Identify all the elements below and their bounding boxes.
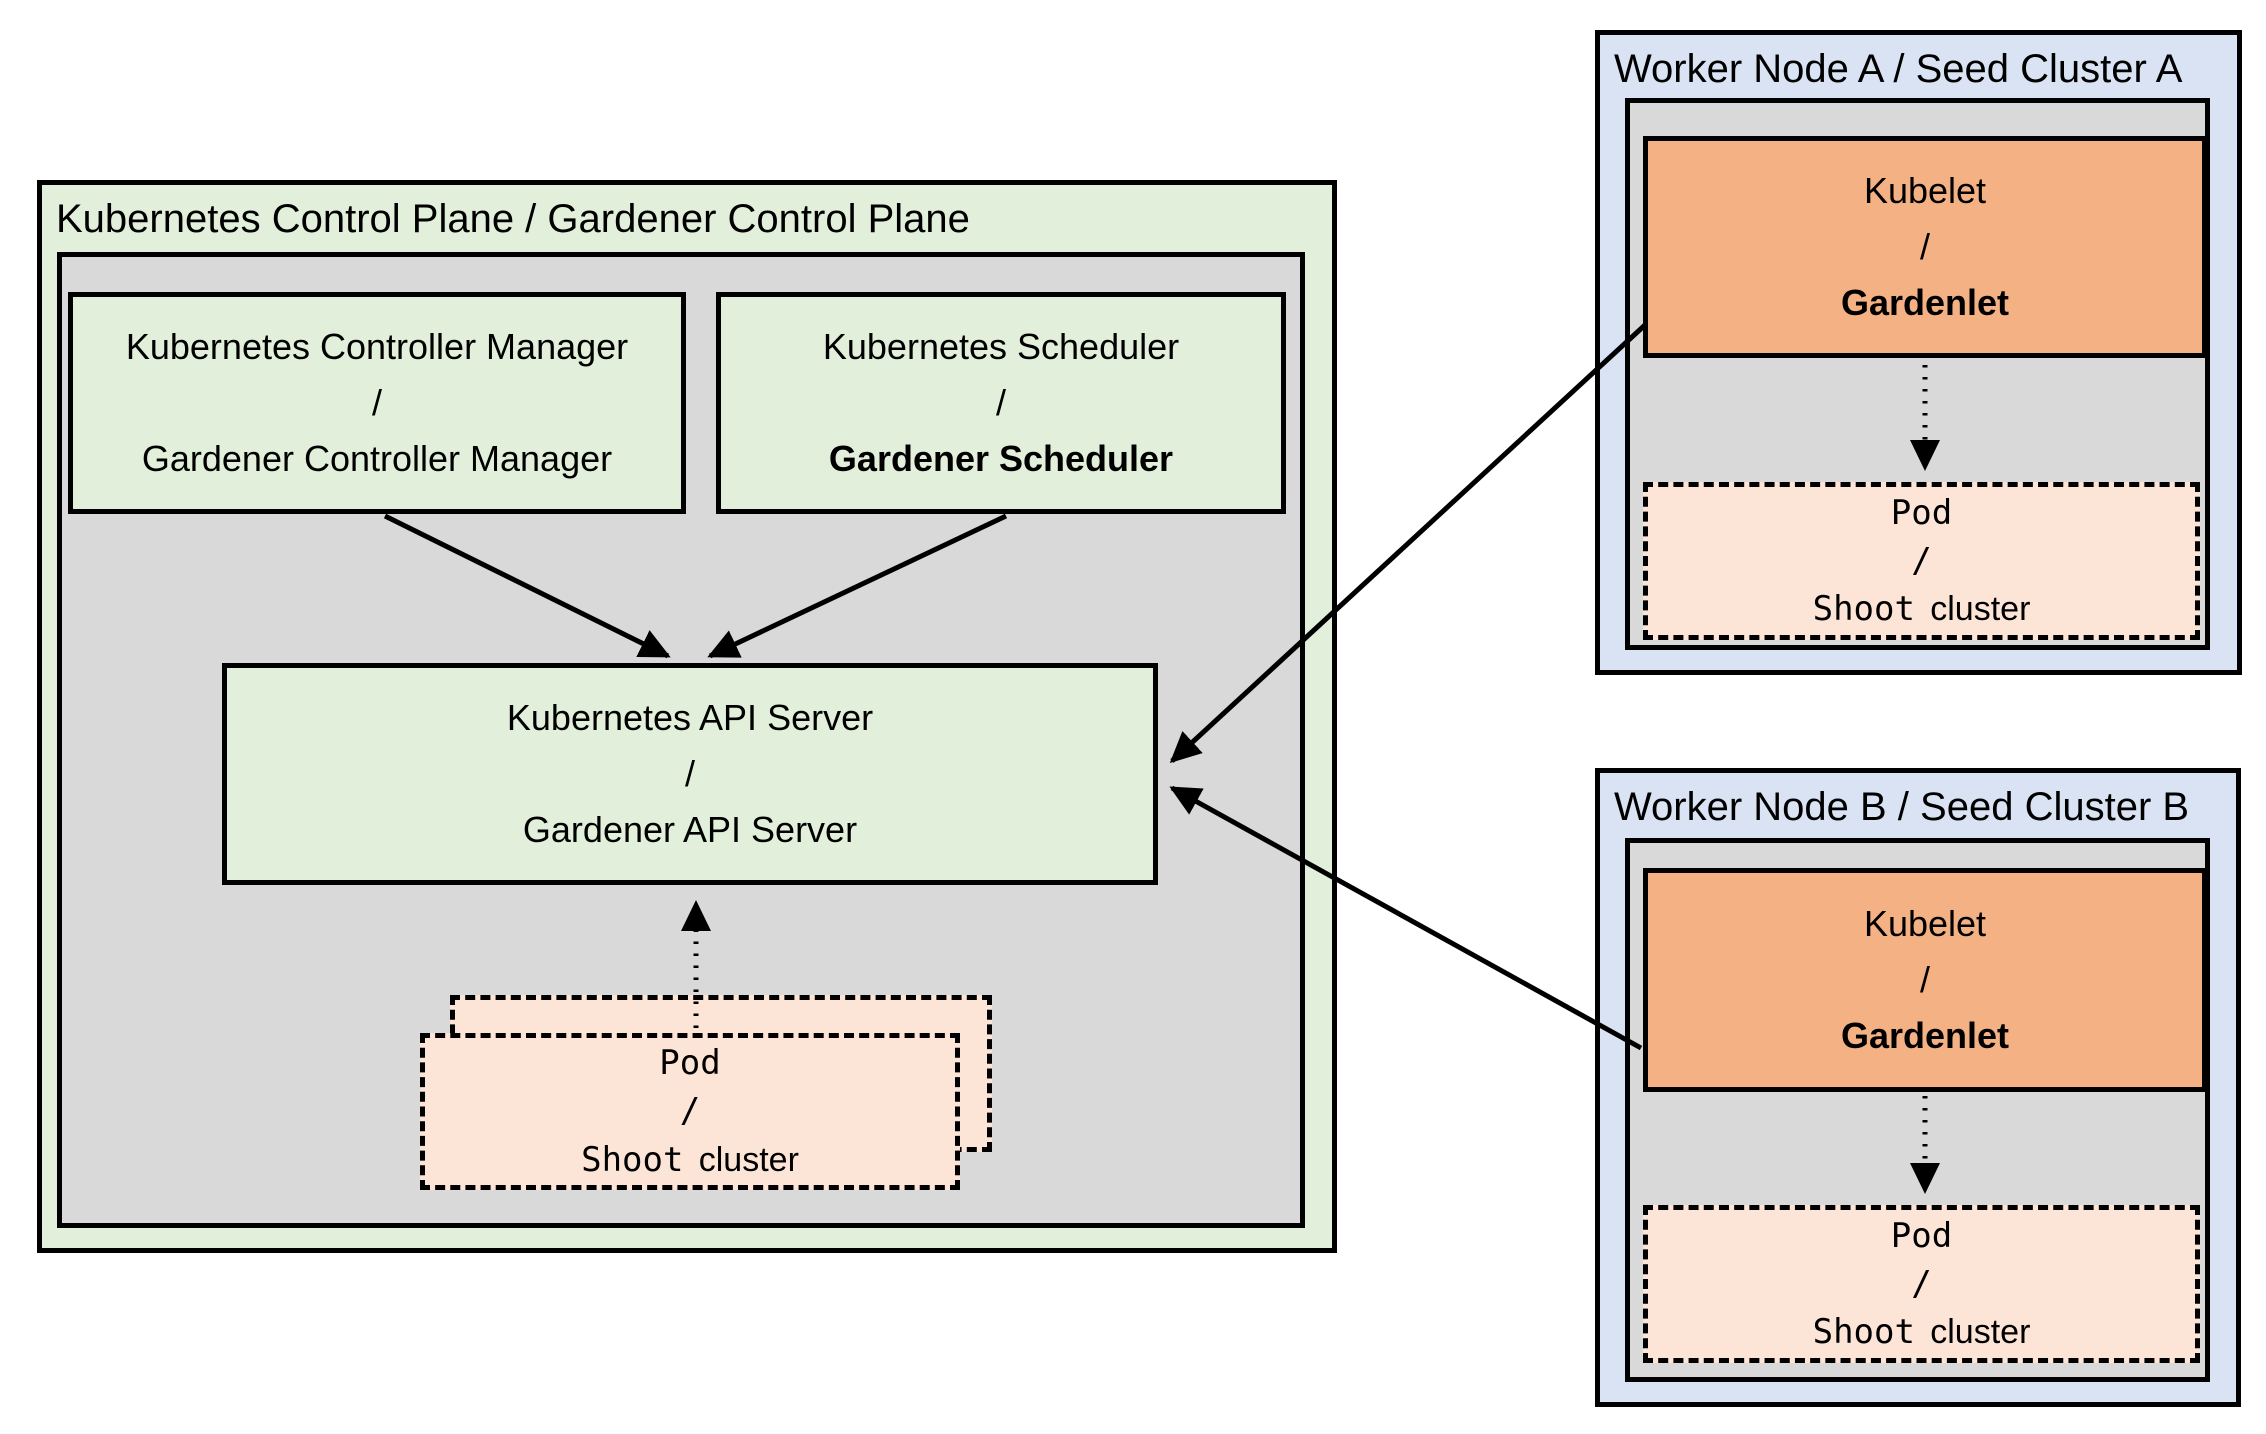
- pod-b-line3: Shoot cluster: [1813, 1308, 2031, 1356]
- pod-b-shoot-label: Shoot: [1812, 1312, 1915, 1353]
- worker-node-a-title: Worker Node A / Seed Cluster A: [1614, 47, 2183, 91]
- pod-shoot-label: Shoot: [581, 1139, 684, 1180]
- control-plane-box: Kubernetes Control Plane / Gardener Cont…: [37, 180, 1337, 1253]
- pod-a-cluster-label: cluster: [1930, 590, 2031, 629]
- worker-node-b-inner-panel: Kubelet / Gardenlet Pod / Shoot cluster: [1625, 838, 2210, 1382]
- worker-node-a-box: Worker Node A / Seed Cluster A Kubelet /…: [1595, 30, 2242, 675]
- pod-b-line2: /: [1911, 1263, 1932, 1304]
- scheduler-line3: Gardener Scheduler: [828, 437, 1174, 479]
- kubelet-b-line3: Gardenlet: [1840, 1014, 2010, 1056]
- control-plane-inner-panel: Kubernetes Controller Manager / Gardener…: [57, 252, 1305, 1228]
- control-plane-title: Kubernetes Control Plane / Gardener Cont…: [56, 197, 970, 241]
- pod-line1: Pod: [659, 1043, 721, 1084]
- pod-a-box: Pod / Shoot cluster: [1643, 482, 2200, 640]
- kubelet-a-line2: /: [1919, 226, 1930, 268]
- pod-a-line3: Shoot cluster: [1813, 585, 2031, 633]
- api-server-line3: Gardener API Server: [522, 808, 858, 850]
- worker-node-b-box: Worker Node B / Seed Cluster B Kubelet /…: [1595, 768, 2241, 1407]
- pod-a-line2: /: [1911, 540, 1932, 581]
- kubelet-a-box: Kubelet / Gardenlet: [1643, 136, 2207, 358]
- controller-manager-line1: Kubernetes Controller Manager: [125, 326, 629, 368]
- pod-line3: Shoot cluster: [581, 1136, 799, 1184]
- kubelet-a-line1: Kubelet: [1863, 170, 1987, 212]
- pod-shoot-cluster-box: Pod / Shoot cluster: [420, 1033, 960, 1190]
- controller-manager-box: Kubernetes Controller Manager / Gardener…: [68, 292, 686, 514]
- api-server-line1: Kubernetes API Server: [506, 697, 874, 739]
- scheduler-line2: /: [995, 382, 1006, 424]
- kubelet-b-line1: Kubelet: [1863, 903, 1987, 945]
- scheduler-box: Kubernetes Scheduler / Gardener Schedule…: [716, 292, 1286, 514]
- pod-a-line1: Pod: [1890, 492, 1953, 533]
- pod-line2: /: [679, 1091, 701, 1132]
- worker-node-a-inner-panel: Kubelet / Gardenlet Pod / Shoot cluster: [1625, 98, 2210, 650]
- kubelet-b-box: Kubelet / Gardenlet: [1643, 868, 2207, 1092]
- kubelet-a-line3: Gardenlet: [1840, 281, 2010, 323]
- api-server-line2: /: [684, 753, 695, 795]
- pod-a-shoot-label: Shoot: [1812, 589, 1915, 630]
- pod-b-cluster-label: cluster: [1930, 1313, 2031, 1352]
- controller-manager-line3: Gardener Controller Manager: [141, 437, 613, 479]
- pod-b-line1: Pod: [1890, 1215, 1953, 1256]
- controller-manager-line2: /: [371, 382, 382, 424]
- kubelet-b-line2: /: [1919, 959, 1930, 1001]
- api-server-box: Kubernetes API Server / Gardener API Ser…: [222, 663, 1158, 885]
- pod-cluster-label: cluster: [698, 1140, 799, 1179]
- scheduler-line1: Kubernetes Scheduler: [822, 326, 1180, 368]
- worker-node-b-title: Worker Node B / Seed Cluster B: [1614, 785, 2190, 829]
- pod-b-box: Pod / Shoot cluster: [1643, 1205, 2200, 1363]
